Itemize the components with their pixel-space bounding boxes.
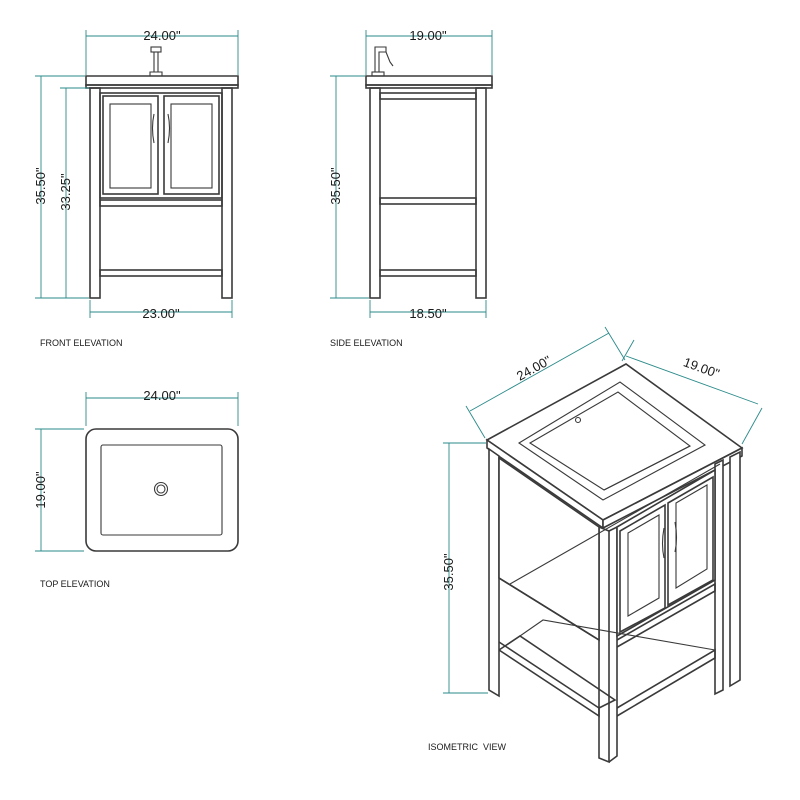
front-base-width-dimension: 23.00" [142,306,180,321]
side-height-dimension: 35.50" [328,167,343,205]
front-height-dimension: 35.50" [33,167,48,205]
isometric-view-label: ISOMETRIC VIEW [428,742,507,752]
side-elevation: 19.00" 18.50" 35.50" SIDE ELEVATION [328,28,493,348]
side-base-depth-dimension: 18.50" [409,306,447,321]
front-elevation-label: FRONT ELEVATION [40,338,123,348]
iso-width-dimension: 24.00" [514,352,554,383]
isometric-view: 24.00" 19.00" 35.50" ISOMETRIC VIEW [428,326,763,764]
front-inner-height-dimension: 33.25" [58,173,73,211]
iso-depth-dimension: 19.00" [682,354,722,381]
top-elevation: 24.00" 19.00" TOP ELEVATION [33,388,239,589]
side-depth-dimension: 19.00" [409,28,447,43]
front-elevation: 24.00" 23.00" 35.50" 33.25" FRONT ELEVAT… [33,28,239,348]
top-width-dimension: 24.00" [143,388,181,403]
front-width-dimension: 24.00" [143,28,181,43]
side-elevation-label: SIDE ELEVATION [330,338,403,348]
top-elevation-label: TOP ELEVATION [40,579,110,589]
top-depth-dimension: 19.00" [33,471,48,509]
iso-height-dimension: 35.50" [441,553,456,591]
